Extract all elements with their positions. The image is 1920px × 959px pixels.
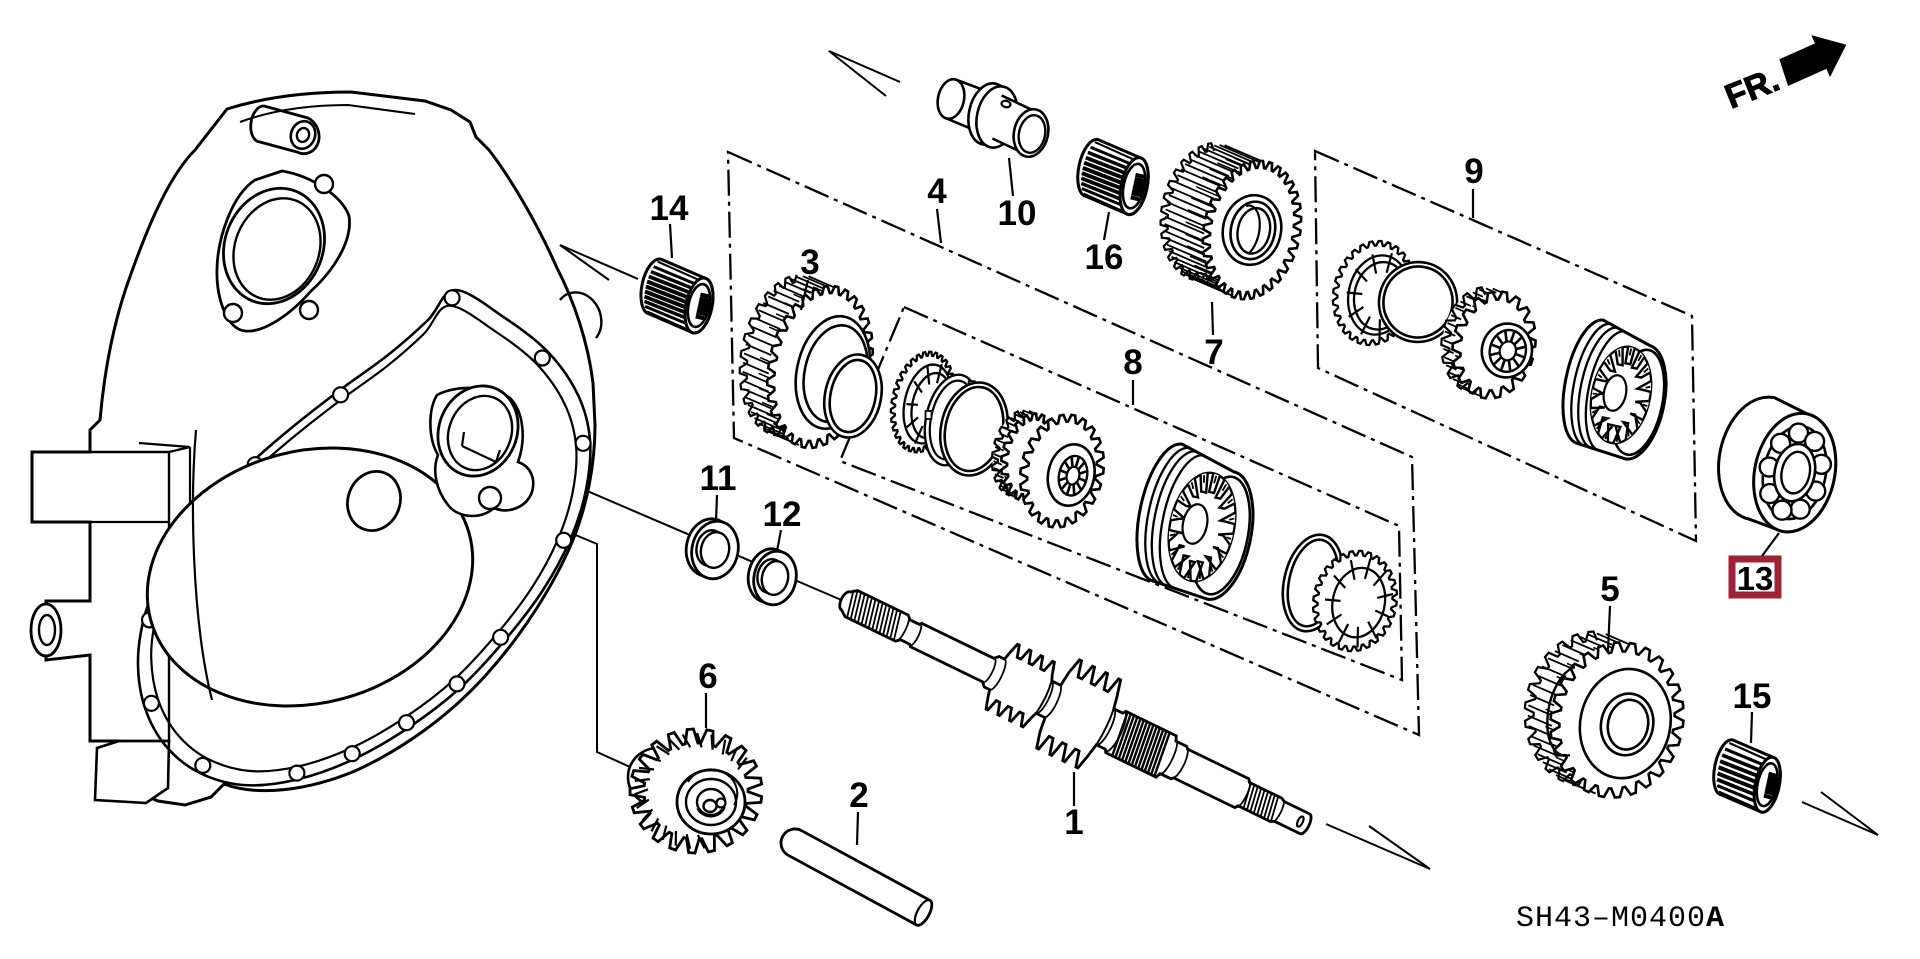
svg-text:6: 6 — [698, 657, 717, 696]
svg-text:16: 16 — [1085, 238, 1124, 277]
svg-text:2: 2 — [849, 776, 868, 815]
svg-text:4: 4 — [927, 172, 947, 211]
svg-text:8: 8 — [1123, 343, 1142, 382]
svg-text:5: 5 — [1600, 570, 1619, 609]
svg-text:13: 13 — [1737, 560, 1774, 597]
svg-text:12: 12 — [763, 495, 802, 534]
svg-text:14: 14 — [650, 189, 689, 228]
svg-text:9: 9 — [1464, 152, 1483, 191]
svg-text:SH43–M0400A: SH43–M0400A — [1516, 902, 1725, 936]
svg-text:10: 10 — [998, 194, 1037, 233]
svg-text:7: 7 — [1204, 333, 1223, 372]
svg-text:15: 15 — [1733, 677, 1772, 716]
svg-text:3: 3 — [800, 243, 819, 282]
svg-text:1: 1 — [1064, 803, 1083, 842]
svg-text:11: 11 — [700, 459, 737, 498]
